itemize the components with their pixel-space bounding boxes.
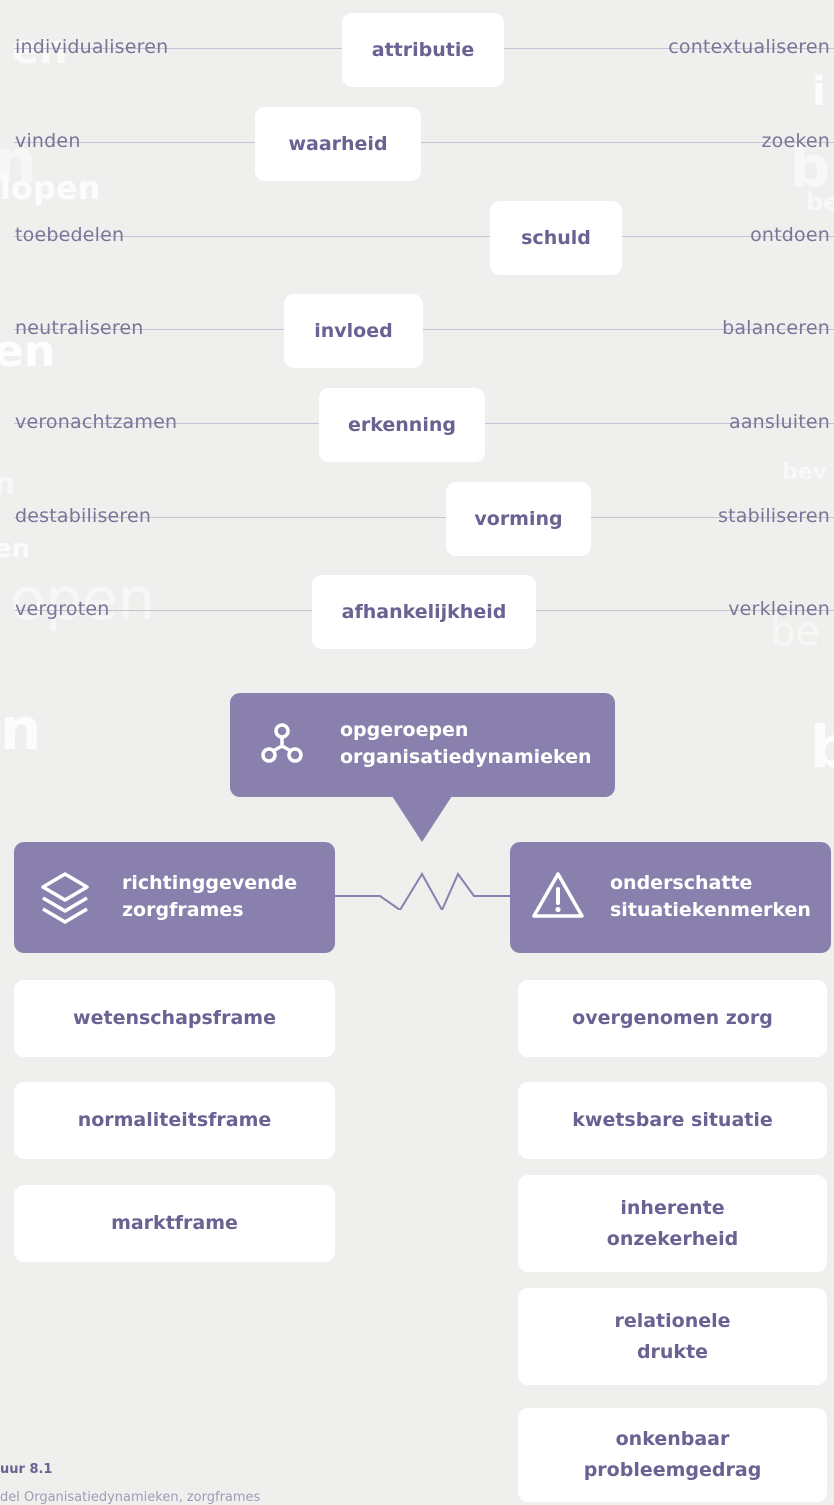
axis-dimension: attributie xyxy=(342,13,504,87)
axis-row: toebedelen ontdoen schuld xyxy=(0,201,834,326)
warning-icon xyxy=(530,868,586,932)
axis-dimension: afhankelijkheid xyxy=(312,575,536,649)
axis-right-label: aansluiten xyxy=(728,411,830,433)
care-frame-card: wetenschapsframe xyxy=(14,980,335,1057)
axis-right-label: zoeken xyxy=(761,130,830,152)
axis-right-label: ontdoen xyxy=(750,224,830,246)
care-frame-card: normaliteitsframe xyxy=(14,1082,335,1159)
axis-left-label: vinden xyxy=(15,130,81,152)
axis-right-label: balanceren xyxy=(722,317,830,339)
axis-dimension: invloed xyxy=(284,294,423,368)
situation-label: onderschatte situatiekenmerken xyxy=(610,870,811,924)
network-icon xyxy=(258,719,306,775)
axis-line xyxy=(14,517,834,518)
care-frame-card: marktframe xyxy=(14,1185,335,1262)
figure-label: uur 8.1 xyxy=(0,1462,53,1477)
care-frames-box: richtinggevende zorgframes xyxy=(14,842,335,953)
axis-row: veronachtzamen aansluiten erkenning xyxy=(0,388,834,513)
callout-pointer xyxy=(392,796,452,842)
axis-dimension: waarheid xyxy=(255,107,421,181)
axis-right-label: verkleinen xyxy=(728,598,830,620)
axis-row: individualiseren contextualiseren attrib… xyxy=(0,13,834,138)
axis-line xyxy=(14,236,834,237)
care-frames-line1: richtinggevende xyxy=(122,872,298,894)
axis-left-label: veronachtzamen xyxy=(15,411,178,433)
axis-row: vergroten verkleinen afhankelijkheid xyxy=(0,575,834,700)
care-frames-label: richtinggevende zorgframes xyxy=(122,870,297,924)
axis-right-label: stabiliseren xyxy=(717,505,830,527)
axis-dimension: erkenning xyxy=(319,388,485,462)
dynamics-box: opgeroepen organisatiedynamieken xyxy=(230,693,615,797)
axis-dimension: schuld xyxy=(490,201,622,275)
situation-card: inherente onzekerheid xyxy=(518,1175,827,1272)
situation-card: kwetsbare situatie xyxy=(518,1082,827,1159)
axis-line xyxy=(14,329,834,330)
axis-left-label: destabiliseren xyxy=(15,505,152,527)
situation-card: overgenomen zorg xyxy=(518,980,827,1057)
situation-box: onderschatte situatiekenmerken xyxy=(510,842,831,953)
axis-left-label: neutraliseren xyxy=(15,317,144,339)
dynamics-line2: organisatiedynamieken xyxy=(340,746,592,768)
situation-card: onkenbaar probleemgedrag xyxy=(518,1408,827,1502)
axis-line xyxy=(14,142,834,143)
situation-line1: onderschatte xyxy=(610,872,753,894)
axis-row: neutraliseren balanceren invloed xyxy=(0,294,834,419)
axis-left-label: individualiseren xyxy=(15,36,169,58)
axis-dimension: vorming xyxy=(446,482,591,556)
axis-left-label: toebedelen xyxy=(15,224,125,246)
dynamics-line1: opgeroepen xyxy=(340,719,469,741)
layers-icon xyxy=(38,870,92,934)
figure-caption: del Organisatiedynamieken, zorgframes xyxy=(0,1490,261,1505)
situation-line2: situatiekenmerken xyxy=(610,899,811,921)
axis-right-label: contextualiseren xyxy=(668,36,830,58)
axis-row: destabiliseren stabiliseren vorming xyxy=(0,482,834,607)
axis-left-label: vergroten xyxy=(15,598,110,620)
axis-row: vinden zoeken waarheid xyxy=(0,107,834,232)
dynamics-label: opgeroepen organisatiedynamieken xyxy=(340,717,592,771)
tension-connector xyxy=(334,872,512,910)
care-frames-line2: zorgframes xyxy=(122,899,244,921)
situation-card: relationele drukte xyxy=(518,1288,827,1385)
